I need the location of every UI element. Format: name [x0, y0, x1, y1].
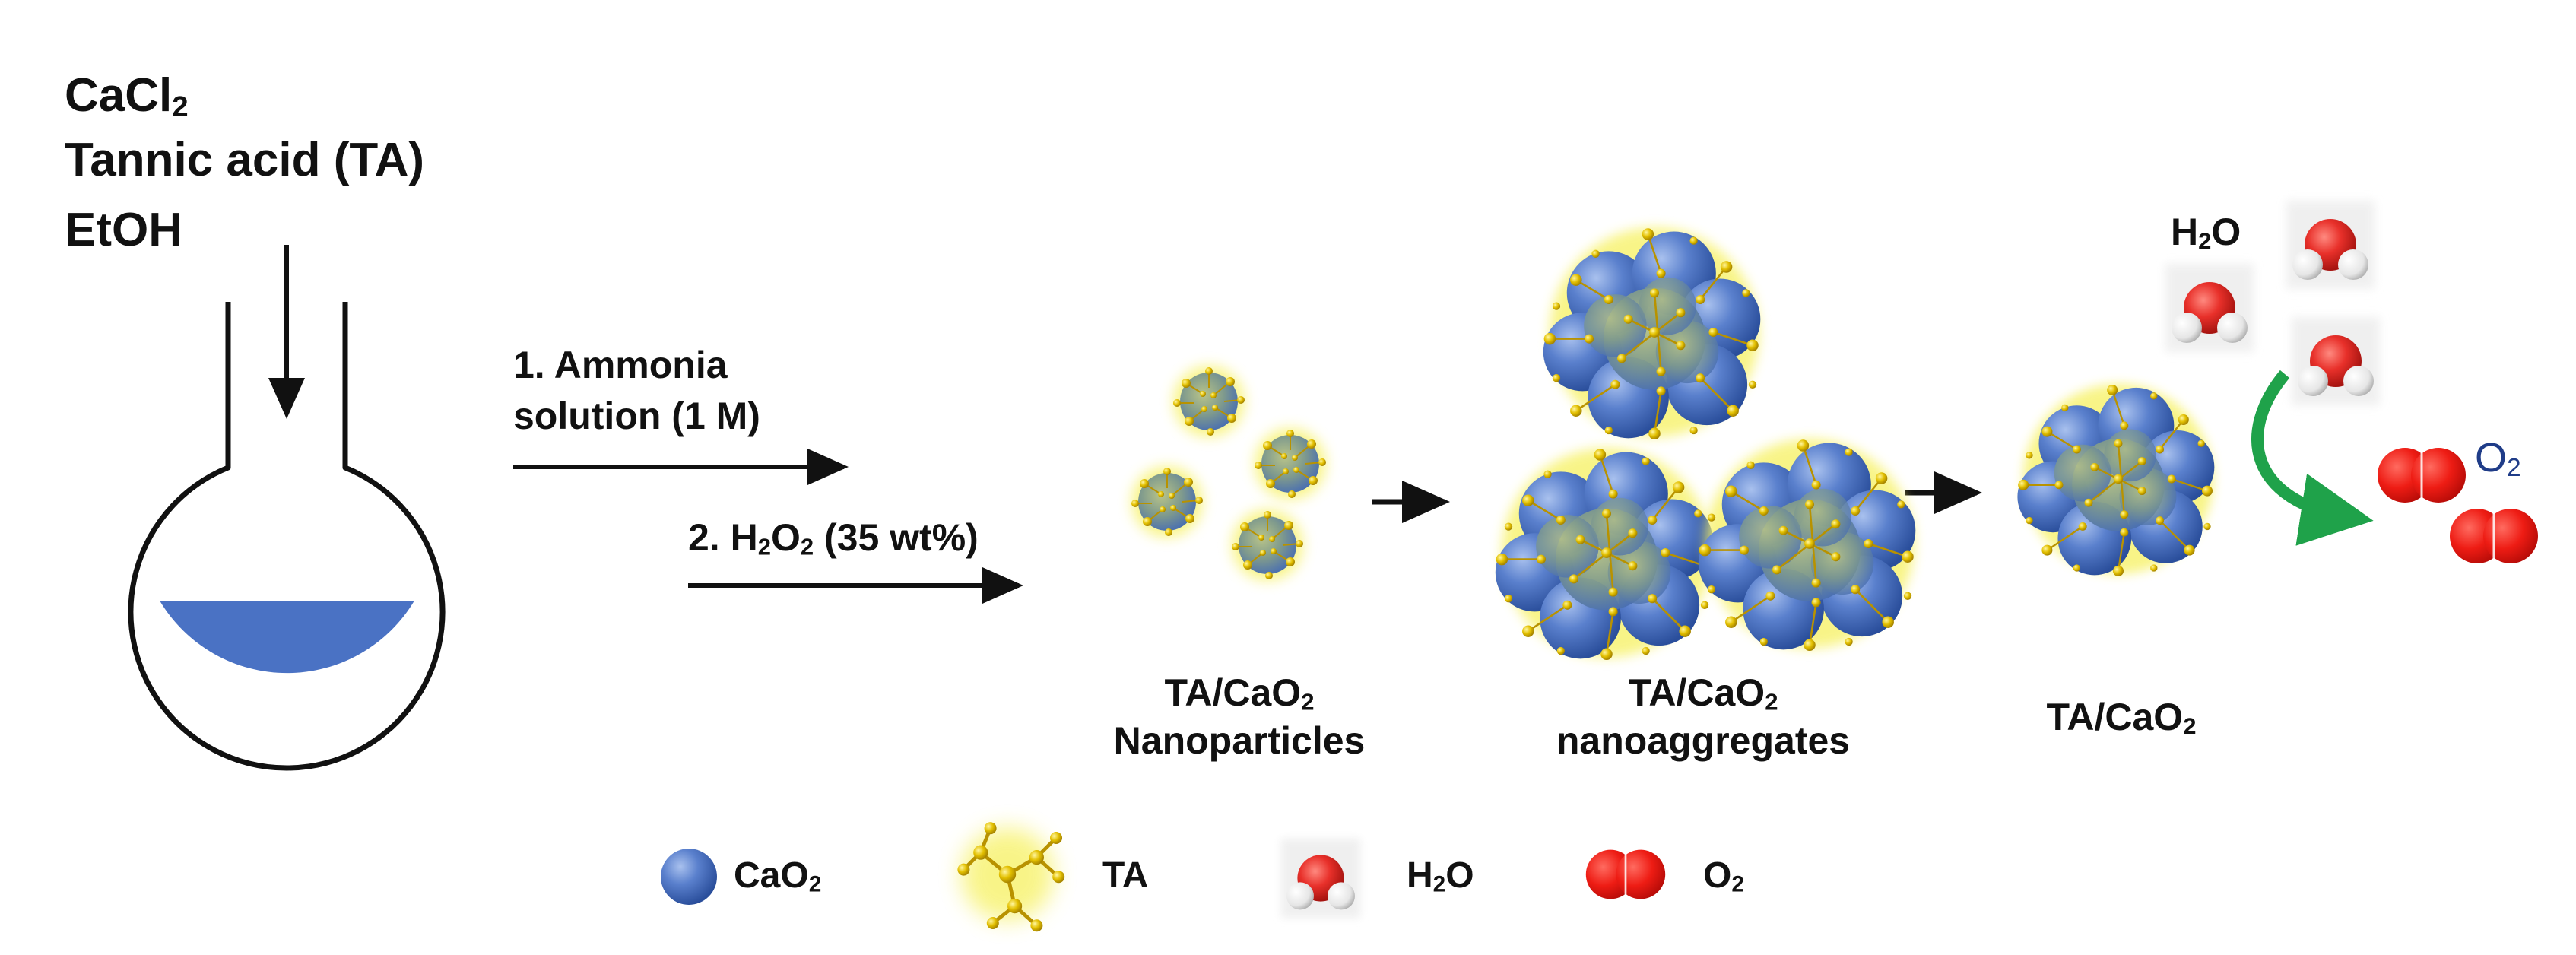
- legend-h2o-label: H2O: [1407, 855, 1474, 897]
- step2-label: 2. H2O2 (35 wt%): [688, 516, 979, 560]
- step1-label-line1: 1. Ammonia: [513, 344, 728, 386]
- nanoaggregate: [1496, 448, 1713, 660]
- legend-o2-label: O2: [1703, 855, 1744, 897]
- nanoaggregate: [1699, 439, 1916, 651]
- water-molecule: [2286, 201, 2375, 289]
- nanoparticle-group: [1131, 366, 1326, 580]
- legend-h2o-icon: [1281, 839, 1360, 918]
- reagent-cacl2: CaCl2: [65, 69, 189, 123]
- curved-reaction-arrow: [2251, 370, 2374, 546]
- reaction-o2-label: O2: [2475, 435, 2521, 483]
- oxygen-molecule: [2376, 446, 2467, 504]
- reagent-etoh: EtOH: [65, 204, 182, 256]
- nanoaggregate-group: [1496, 227, 1916, 660]
- nanoparticle: [1131, 467, 1203, 537]
- stage-label-nanoaggregates: TA/CaO2 nanoaggregates: [1556, 671, 1851, 762]
- legend-ta-icon: [957, 822, 1064, 931]
- flask-liquid: [160, 601, 414, 674]
- oxygen-molecule: [2448, 507, 2540, 565]
- nanoparticle: [1232, 510, 1303, 580]
- nanoparticle: [1173, 366, 1245, 436]
- nanoparticle: [1255, 429, 1326, 499]
- round-bottom-flask: [128, 245, 446, 771]
- legend-ta-label: TA: [1102, 855, 1149, 896]
- nanoaggregate: [1543, 227, 1761, 439]
- reagent-tannic-acid: Tannic acid (TA): [65, 134, 425, 186]
- water-molecule: [2292, 317, 2380, 405]
- step1-label-line2: solution (1 M): [513, 395, 760, 437]
- water-molecule: [2165, 264, 2254, 352]
- stage-label-final: TA/CaO2: [2046, 696, 2197, 740]
- reaction-h2o-label: H2O: [2171, 211, 2241, 255]
- legend-cao2-icon: [661, 849, 717, 905]
- legend: [661, 822, 1667, 931]
- stage-label-nanoparticles: TA/CaO2 Nanoparticles: [1113, 671, 1366, 762]
- legend-o2-icon: [1585, 849, 1667, 900]
- legend-cao2-label: CaO2: [734, 855, 822, 897]
- final-aggregate: [2017, 384, 2214, 576]
- flask-outline: [128, 302, 446, 771]
